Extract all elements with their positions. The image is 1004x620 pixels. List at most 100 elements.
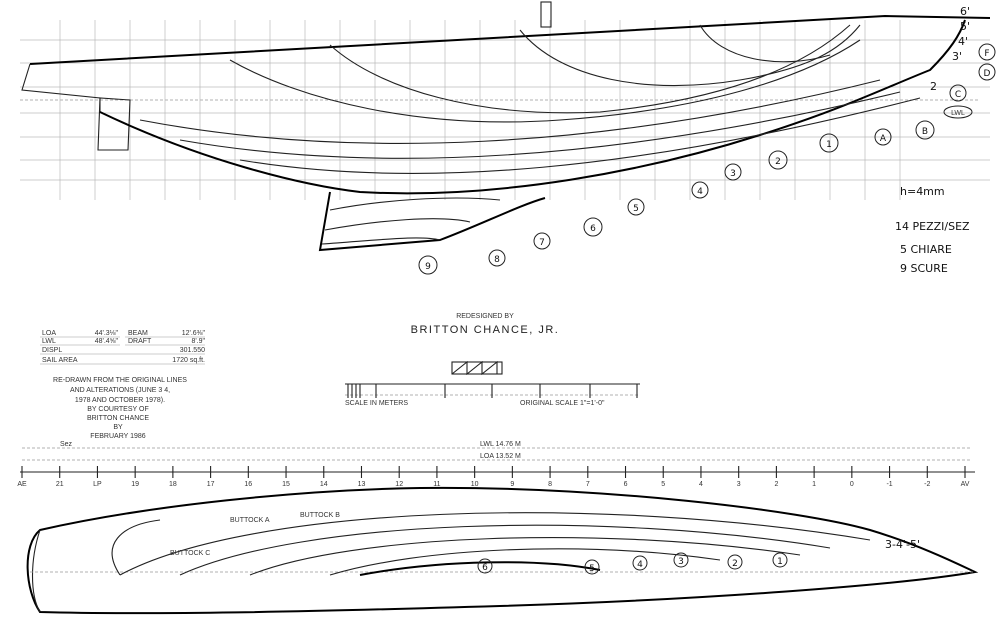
svg-text:SAIL AREA: SAIL AREA [42,357,78,364]
svg-text:44'.3⅛": 44'.3⅛" [95,330,119,337]
svg-text:ORIGINAL SCALE 1"=1'-0": ORIGINAL SCALE 1"=1'-0" [520,400,605,407]
station-label: 17 [207,481,215,488]
svg-text:8'.9": 8'.9" [191,338,205,345]
station-label: 18 [169,481,177,488]
station-label: 19 [131,481,139,488]
waterlines [139,24,921,174]
svg-text:5 CHIARE: 5 CHIARE [900,243,952,256]
plan-markers: 6 5 4 3 2 1 [477,552,788,575]
svg-text:AND ALTERATIONS (JUNE 3 4,: AND ALTERATIONS (JUNE 3 4, [70,387,170,394]
svg-text:3: 3 [678,557,684,567]
station-label: 2 [774,481,778,488]
svg-text:2: 2 [732,559,738,569]
svg-text:3-4'-5': 3-4'-5' [885,538,920,551]
svg-text:DISPL: DISPL [42,347,62,354]
svg-text:5': 5' [960,20,970,33]
station-label: 16 [244,481,252,488]
svg-text:LOA 13.52 M: LOA 13.52 M [480,453,521,460]
station-label: -1 [886,481,892,488]
svg-text:BUTTOCK B: BUTTOCK B [300,512,340,519]
svg-text:1720 sq.ft.: 1720 sq.ft. [172,357,205,364]
profile-markers: 9 8 7 6 5 4 3 2 1 A B C D F 6' 5' 4' 3' … [418,5,996,275]
station-label: 11 [433,481,440,488]
station-label: -2 [924,481,930,488]
station-label: 1 [812,481,816,488]
station-label: 5 [661,481,665,488]
station-label: LP [93,481,102,488]
station-label: 8 [548,481,552,488]
station-label: 6 [624,481,628,488]
svg-text:BRITTON CHANCE: BRITTON CHANCE [87,415,149,422]
plan-view: 6 5 4 3 2 1 BUTTOCK A BUTTOCK B BUTTOCK … [26,486,979,615]
station-label: AV [961,481,970,488]
drawing-credits: RE-DRAWN FROM THE ORIGINAL LINES AND ALT… [53,377,187,440]
svg-text:BEAM: BEAM [128,330,148,337]
station-label: 7 [586,481,590,488]
svg-text:12'.6⅜": 12'.6⅜" [182,330,206,337]
mast-stub [540,1,552,28]
svg-text:Sez: Sez [60,441,73,448]
svg-text:BY COURTESY OF: BY COURTESY OF [87,406,148,413]
rudder [97,97,131,151]
svg-text:LWL: LWL [42,338,56,345]
transom [21,63,101,112]
svg-text:DRAFT: DRAFT [128,338,152,345]
station-label: 21 [56,481,64,488]
svg-text:2: 2 [930,80,937,93]
svg-text:4: 4 [697,187,703,197]
svg-text:301.550: 301.550 [180,347,205,354]
station-label: 9 [510,481,514,488]
svg-text:LWL 14.76 M: LWL 14.76 M [480,441,521,448]
svg-text:2: 2 [775,157,781,167]
profile-view: 9 8 7 6 5 4 3 2 1 A B C D F 6' 5' 4' 3' … [20,1,996,275]
scale-bar: SCALE IN METERS ORIGINAL SCALE 1"=1'-0" [345,360,640,407]
svg-text:F: F [984,49,989,59]
svg-text:C: C [955,90,961,100]
svg-text:4: 4 [637,560,643,570]
station-label: 13 [358,481,366,488]
svg-text:FEBRUARY 1986: FEBRUARY 1986 [90,433,145,440]
svg-text:5: 5 [589,564,595,574]
svg-text:D: D [984,69,991,79]
station-label: 14 [320,481,328,488]
title-block: REDESIGNED BY BRITTON CHANCE, JR. [411,313,560,336]
station-label: 4 [699,481,703,488]
handwritten-notes: h=4mm 14 PEZZI/SEZ 5 CHIARE 9 SCURE [895,185,970,275]
svg-text:6: 6 [482,563,488,573]
svg-text:5: 5 [633,204,639,214]
svg-text:A: A [880,134,887,144]
sheer-line [29,14,991,65]
svg-text:3': 3' [952,50,962,63]
svg-text:BRITTON CHANCE, JR.: BRITTON CHANCE, JR. [411,324,560,336]
svg-text:1978 AND OCTOBER 1978).: 1978 AND OCTOBER 1978). [75,397,165,404]
station-label: 10 [471,481,479,488]
svg-text:h=4mm: h=4mm [900,185,945,198]
station-label: AE [17,481,27,488]
station-label: 15 [282,481,290,488]
svg-text:9: 9 [425,262,431,272]
svg-text:14 PEZZI/SEZ: 14 PEZZI/SEZ [895,220,970,233]
svg-text:6': 6' [960,5,970,18]
svg-text:7: 7 [539,238,545,248]
spec-table: LOA 44'.3⅛" LWL 48'.4⅝" DISPL SAIL AREA BE… [40,330,206,365]
station-label: 0 [850,481,854,488]
svg-text:LWL: LWL [951,110,965,117]
svg-text:3: 3 [730,169,736,179]
svg-text:B: B [922,127,928,137]
svg-text:9 SCURE: 9 SCURE [900,262,948,275]
svg-text:SCALE IN METERS: SCALE IN METERS [345,400,408,407]
svg-text:4': 4' [958,35,968,48]
svg-text:1: 1 [826,140,832,150]
svg-text:BY: BY [113,424,123,431]
svg-text:48'.4⅝": 48'.4⅝" [95,338,119,345]
keel-fin [318,191,546,252]
svg-text:BUTTOCK C: BUTTOCK C [170,550,210,557]
svg-text:LOA: LOA [42,330,56,337]
deck-outline [26,486,979,615]
svg-text:RE-DRAWN FROM THE ORIGINAL LIN: RE-DRAWN FROM THE ORIGINAL LINES [53,377,187,384]
svg-text:1: 1 [777,557,783,567]
svg-text:BUTTOCK A: BUTTOCK A [230,517,270,524]
svg-text:REDESIGNED BY: REDESIGNED BY [456,313,514,320]
